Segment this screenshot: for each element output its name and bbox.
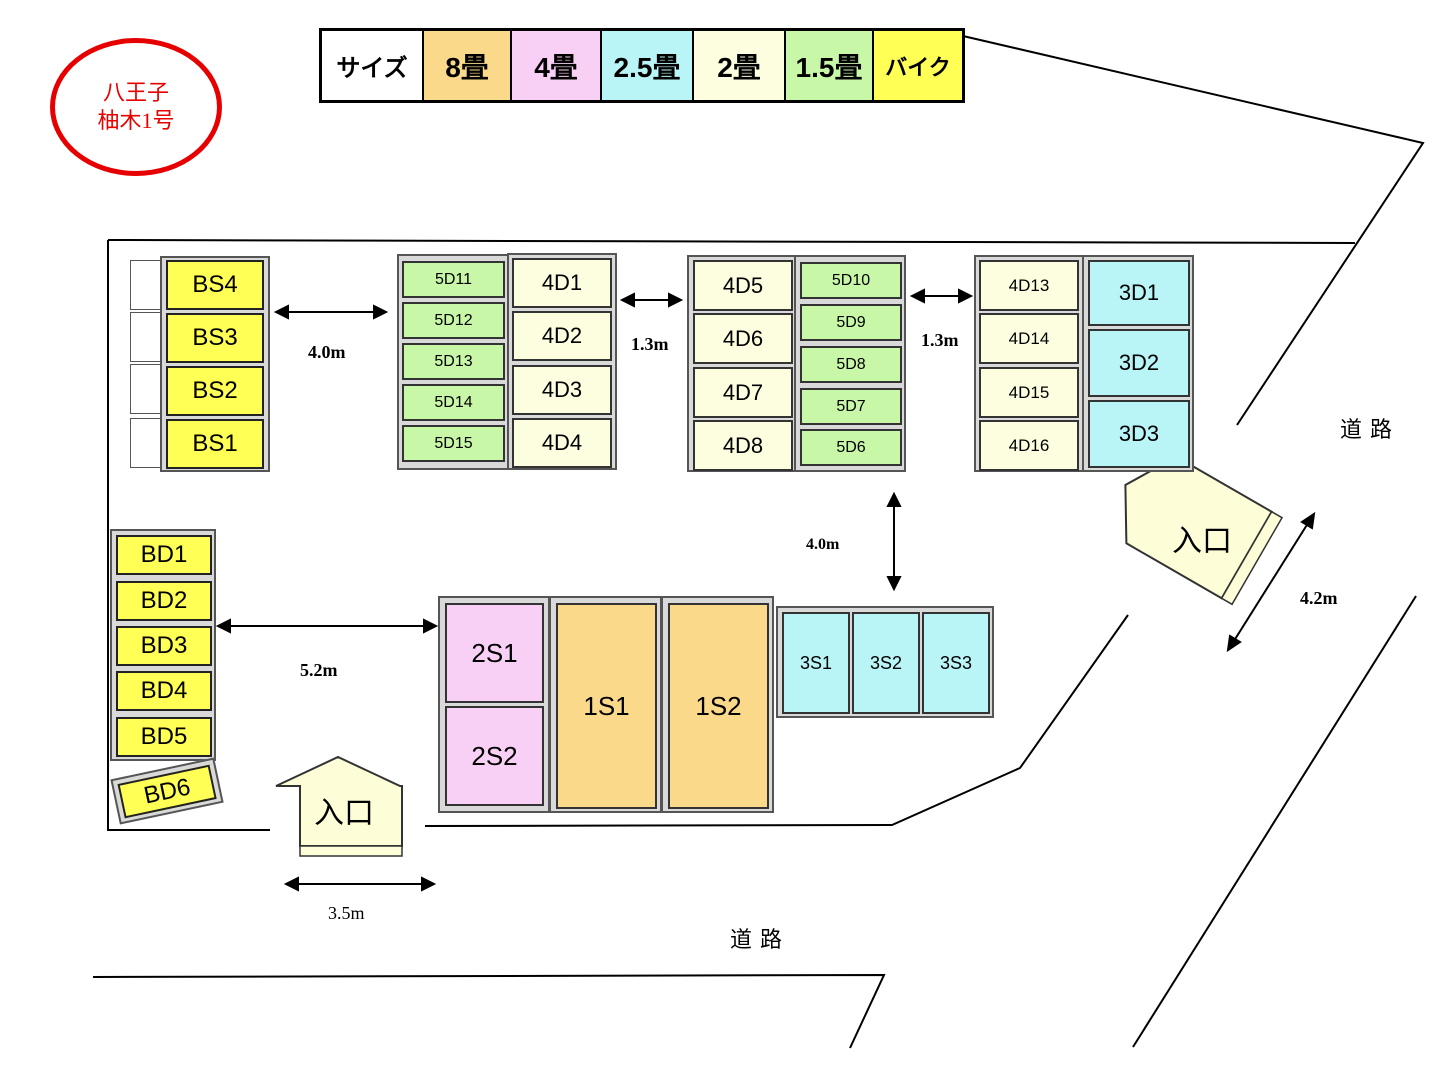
arrow-entrance-right <box>1231 519 1311 645</box>
road-line-bottom <box>92 973 886 1049</box>
legend-8jo: 8畳 <box>424 31 512 100</box>
bs-stub <box>130 364 162 414</box>
unit-bs4[interactable]: BS4 <box>166 260 264 310</box>
unit-bd2[interactable]: BD2 <box>116 581 212 621</box>
unit-4d13[interactable]: 4D13 <box>979 260 1079 311</box>
dim-gap-mid2: 1.3m <box>921 330 959 350</box>
unit-1s1[interactable]: 1S1 <box>556 603 657 809</box>
unit-bd5[interactable]: BD5 <box>116 717 212 757</box>
unit-4d5[interactable]: 4D5 <box>693 260 793 311</box>
unit-3s3[interactable]: 3S3 <box>922 612 990 714</box>
unit-2s1[interactable]: 2S1 <box>445 603 544 703</box>
1s1-group: 1S1 <box>549 596 662 813</box>
unit-5d7[interactable]: 5D7 <box>800 388 902 425</box>
4d-right-group: 4D13 4D14 4D15 4D16 <box>974 255 1084 472</box>
bs-stub <box>130 260 162 310</box>
unit-3s2[interactable]: 3S2 <box>852 612 920 714</box>
4d-mid-group: 4D5 4D6 4D7 4D8 <box>687 255 797 472</box>
unit-bs3[interactable]: BS3 <box>166 313 264 363</box>
property-boundary-bottom <box>424 614 1129 827</box>
site-label-line2: 柚木1号 <box>97 108 175 133</box>
road-line-top-right <box>962 35 1425 426</box>
dim-entrance-bottom: 3.5m <box>328 903 365 923</box>
unit-4d4[interactable]: 4D4 <box>512 418 612 468</box>
unit-bd1[interactable]: BD1 <box>116 535 212 575</box>
unit-5d12[interactable]: 5D12 <box>402 302 505 339</box>
legend-2jo: 2畳 <box>694 31 786 100</box>
unit-4d14[interactable]: 4D14 <box>979 313 1079 364</box>
bs-stub <box>130 418 162 468</box>
legend-1-5jo: 1.5畳 <box>786 31 874 100</box>
unit-bd3[interactable]: BD3 <box>116 626 212 666</box>
legend-size-header: サイズ <box>322 31 424 100</box>
3s-group: 3S1 3S2 3S3 <box>776 606 994 718</box>
unit-5d9[interactable]: 5D9 <box>800 304 902 341</box>
road-line-right <box>1132 595 1417 1048</box>
4d-left-group: 4D1 4D2 4D3 4D4 <box>507 253 617 470</box>
bd-group: BD1 BD2 BD3 BD4 BD5 <box>110 529 216 761</box>
unit-3d1[interactable]: 3D1 <box>1088 260 1190 326</box>
site-label: 八王子 柚木1号 <box>50 38 222 176</box>
unit-3s1[interactable]: 3S1 <box>782 612 850 714</box>
unit-4d16[interactable]: 4D16 <box>979 420 1079 471</box>
unit-2s2[interactable]: 2S2 <box>445 706 544 806</box>
unit-5d15[interactable]: 5D15 <box>402 425 505 462</box>
property-boundary <box>107 239 1356 244</box>
entrance-bottom-arrow <box>275 755 403 857</box>
unit-bs1[interactable]: BS1 <box>166 419 264 469</box>
legend-4jo: 4畳 <box>512 31 602 100</box>
unit-3d3[interactable]: 3D3 <box>1088 400 1190 468</box>
road-label-bottom: 道路 <box>730 927 791 952</box>
property-boundary-left <box>107 240 270 831</box>
unit-4d8[interactable]: 4D8 <box>693 420 793 471</box>
unit-4d3[interactable]: 4D3 <box>512 365 612 415</box>
unit-1s2[interactable]: 1S2 <box>668 603 769 809</box>
unit-5d14[interactable]: 5D14 <box>402 384 505 421</box>
unit-4d15[interactable]: 4D15 <box>979 367 1079 418</box>
road-label-right: 道路 <box>1340 417 1401 442</box>
3d-group: 3D1 3D2 3D3 <box>1082 255 1194 472</box>
dim-gap-mid1: 1.3m <box>631 334 669 354</box>
legend-bike: バイク <box>874 31 962 100</box>
unit-5d6[interactable]: 5D6 <box>800 429 902 466</box>
unit-5d8[interactable]: 5D8 <box>800 346 902 383</box>
unit-4d2[interactable]: 4D2 <box>512 311 612 361</box>
bs-group: BS4 BS3 BS2 BS1 <box>160 256 270 472</box>
unit-3d2[interactable]: 3D2 <box>1088 329 1190 397</box>
unit-bd4[interactable]: BD4 <box>116 671 212 711</box>
dim-gap-bs: 4.0m <box>308 342 346 362</box>
bs-stub <box>130 312 162 362</box>
dim-gap-vertical: 4.0m <box>806 536 840 553</box>
unit-4d1[interactable]: 4D1 <box>512 258 612 308</box>
unit-5d13[interactable]: 5D13 <box>402 343 505 380</box>
dim-entrance-right: 4.2m <box>1300 588 1338 608</box>
1s2-group: 1S2 <box>661 596 774 813</box>
site-label-line1: 八王子 <box>102 80 169 105</box>
size-legend: サイズ 8畳 4畳 2.5畳 2畳 1.5畳 バイク <box>319 28 965 103</box>
unit-5d10[interactable]: 5D10 <box>800 262 902 299</box>
entrance-right-label: 入口 <box>1172 525 1232 558</box>
unit-4d6[interactable]: 4D6 <box>693 313 793 364</box>
dim-gap-bd: 5.2m <box>300 660 338 680</box>
legend-2-5jo: 2.5畳 <box>602 31 694 100</box>
5d-mid-group: 5D10 5D9 5D8 5D7 5D6 <box>794 255 906 472</box>
2s-group: 2S1 2S2 <box>438 596 550 813</box>
unit-4d7[interactable]: 4D7 <box>693 367 793 418</box>
unit-bs2[interactable]: BS2 <box>166 366 264 416</box>
5d-left-group: 5D11 5D12 5D13 5D14 5D15 <box>397 254 510 470</box>
entrance-bottom-label: 入口 <box>314 797 374 830</box>
unit-5d11[interactable]: 5D11 <box>402 261 505 298</box>
